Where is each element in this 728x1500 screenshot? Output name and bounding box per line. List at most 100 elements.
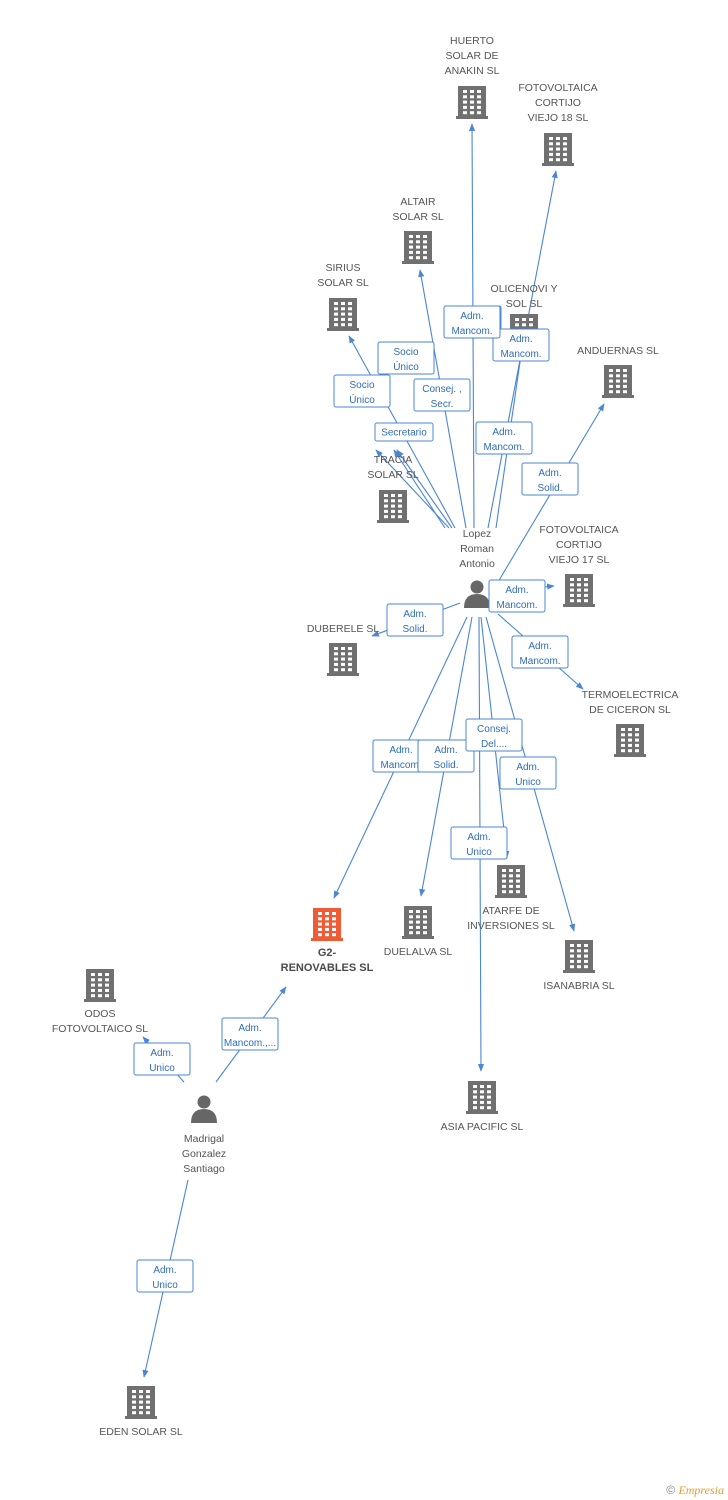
asia-window-4-0 [473, 1106, 477, 1110]
odos-window-0-1 [98, 973, 102, 976]
edge-label-text: Consej. , [422, 384, 461, 395]
g2-window-1-2 [332, 917, 336, 921]
node-asia[interactable]: ASIA PACIFIC SL [441, 1081, 524, 1133]
edge-lopez-to-tracia [396, 449, 453, 529]
node-label-termo-line-1: DE CICERON SL [589, 704, 671, 716]
odos-window-0-2 [105, 973, 109, 976]
edge-label-lopez-to-isanabria[interactable]: Adm.Unico [499, 756, 557, 790]
edge-label-lopez-to-termo[interactable]: Adm.Mancom. [511, 635, 569, 669]
edge-label-lopez-to-duberele[interactable]: Adm.Solid. [386, 603, 444, 637]
node-label-cortijo18-line-0: FOTOVOLTAICA [518, 82, 597, 94]
edge-label-text: Adm. [509, 334, 532, 345]
sirius-window-4-2 [348, 323, 352, 327]
edge-label-lopez-to-atarfe[interactable]: Consej.Del.... [465, 718, 523, 752]
termo-window-0-1 [628, 728, 632, 731]
edge-label-text: Mancom. [483, 442, 524, 453]
edge-label-text: Adm. [516, 762, 539, 773]
duelalva-window-3-0 [409, 925, 413, 929]
duelalva-window-0-0 [409, 910, 413, 913]
node-duberele[interactable]: DUBERELE SL [307, 623, 380, 676]
node-label-eden-line-0: EDEN SOLAR SL [99, 1426, 183, 1438]
asia-window-4-1 [480, 1106, 484, 1110]
tracia-window-3-0 [384, 509, 388, 513]
duberele-building-base [327, 673, 359, 676]
edge-label-lopez-to-altair[interactable]: Consej. , Secr. [413, 378, 471, 412]
edge-label-madrigal-to-odos[interactable]: Adm.Unico [133, 1042, 191, 1076]
edge-label-text: Mancom. [500, 349, 541, 360]
edge-label-text: Secretario [381, 428, 427, 439]
odos-window-1-1 [98, 978, 102, 982]
anduernas-window-3-1 [616, 384, 620, 388]
edge-label-box [374, 422, 434, 442]
olicenovi-window-1-2 [529, 323, 533, 327]
altair-window-2-0 [409, 245, 413, 249]
edge-label-lopez-to-anduernas[interactable]: Adm.Solid. [521, 462, 579, 496]
anduernas-window-4-1 [616, 390, 620, 394]
edge-label-lopez-to-olicenovi[interactable]: Adm.Mancom. [475, 421, 533, 455]
termo-window-2-1 [628, 738, 632, 742]
cortijo17-window-4-2 [584, 599, 588, 603]
edge-label-lopez-to-duelalva[interactable]: Adm.Solid. [417, 739, 475, 773]
edge-label-lopez-to-sirius[interactable]: Adm.Mancom. [443, 305, 501, 339]
cortijo17-window-1-1 [577, 583, 581, 587]
termo-window-1-2 [635, 733, 639, 737]
cortijo18-window-3-2 [563, 152, 567, 156]
edge-label-text: Adm. [505, 585, 528, 596]
edge-label-text: Secr. [431, 399, 454, 410]
edge-label-lopez-to-cortijo18[interactable]: Adm. Mancom. [492, 328, 550, 362]
g2-window-4-2 [332, 933, 336, 937]
node-label-madrigal-line-1: Gonzalez [182, 1148, 226, 1160]
tracia-window-4-2 [398, 515, 402, 519]
node-g2[interactable]: G2-RENOVABLES SL [281, 908, 374, 974]
duelalva-window-4-0 [409, 931, 413, 935]
edge-label-text: Adm. [460, 311, 483, 322]
altair-window-2-2 [423, 245, 427, 249]
duberele-window-3-1 [341, 662, 345, 666]
isanabria-window-0-1 [577, 944, 581, 947]
copyright-mark: © [666, 1483, 676, 1497]
edge-label-madrigal-to-eden[interactable]: Adm.Unico [136, 1259, 194, 1293]
node-eden[interactable]: EDEN SOLAR SL [99, 1386, 183, 1438]
duberele-window-0-2 [348, 647, 352, 650]
tracia-window-2-1 [391, 504, 395, 508]
edge-label-text: Socio [393, 347, 418, 358]
eden-window-1-1 [139, 1395, 143, 1399]
altair-window-4-1 [416, 256, 420, 260]
duberele-window-0-1 [341, 647, 345, 650]
edge-label-lopez-to-cortijo17[interactable]: Adm.Mancom. [488, 579, 546, 613]
olicenovi-window-0-2 [529, 318, 533, 321]
eden-window-2-1 [139, 1400, 143, 1404]
edge-label-text: Consej. [477, 724, 511, 735]
edge-label-box [511, 635, 569, 669]
odos-window-2-1 [98, 983, 102, 987]
node-isanabria[interactable]: ISANABRIA SL [543, 940, 615, 992]
isanabria-building-base [563, 970, 595, 973]
node-anduernas[interactable]: ANDUERNAS SL [577, 345, 659, 398]
cortijo18-window-3-0 [549, 152, 553, 156]
asia-window-3-2 [487, 1100, 491, 1104]
node-label-tracia-line-0: TRACIA [374, 454, 413, 466]
node-duelalva[interactable]: DUELALVA SL [384, 906, 453, 958]
odos-window-2-2 [105, 983, 109, 987]
odos-building-base [84, 999, 116, 1002]
edge-label-madrigal-to-g2[interactable]: Adm.Mancom.,... [221, 1017, 279, 1051]
atarfe-window-4-1 [509, 890, 513, 894]
termo-window-1-0 [621, 733, 625, 737]
duberele-window-2-2 [348, 657, 352, 661]
edge-label-lopez-to-asia[interactable]: Adm.Unico [450, 826, 508, 860]
edge-label-lopez-to-tracia[interactable]: Secretario [374, 422, 434, 442]
g2-window-2-1 [325, 922, 329, 926]
